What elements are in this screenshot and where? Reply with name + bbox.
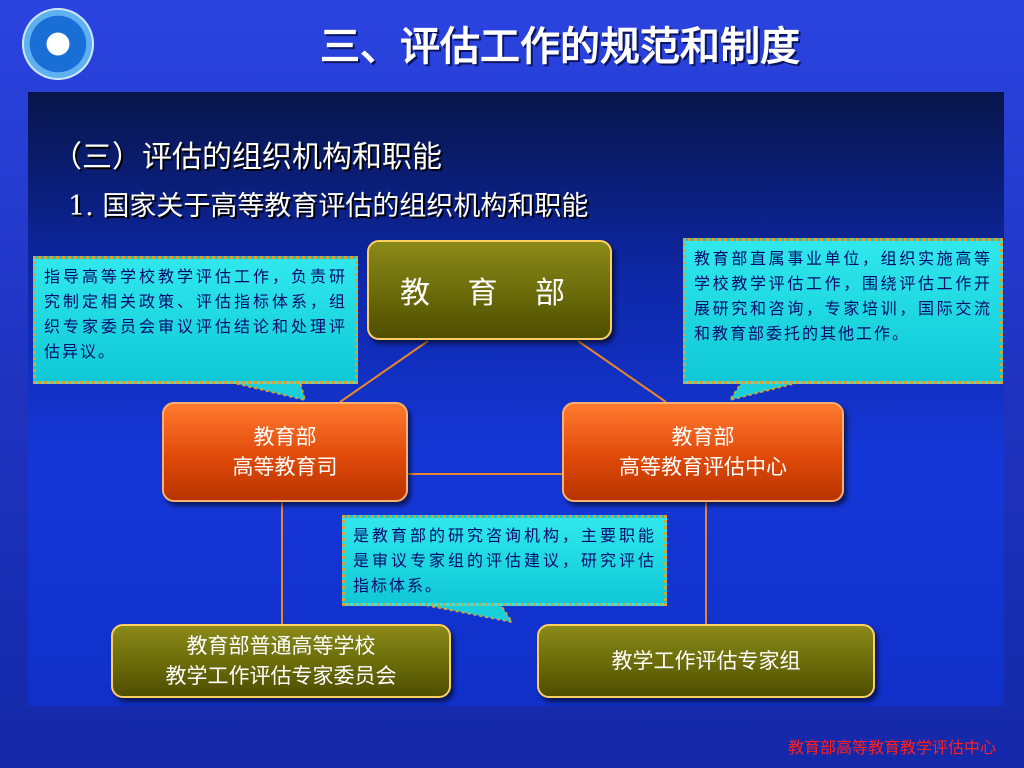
- footer-organization: 教育部高等教育教学评估中心: [787, 738, 996, 757]
- higher-education-department-box: 教育部 高等教育司: [162, 402, 408, 502]
- center-label-line1: 教育部: [671, 425, 735, 449]
- dept-label-line1: 教育部: [253, 425, 317, 449]
- expert-committee-box: 教育部普通高等学校 教学工作评估专家委员会: [111, 624, 451, 698]
- callout-tail-committee: [419, 603, 515, 624]
- expert-group-box: 教学工作评估专家组: [537, 624, 875, 698]
- evaluation-center-box: 教育部 高等教育评估中心: [562, 402, 844, 502]
- ministry-of-education-box: 教 育 部: [367, 240, 612, 340]
- connector-ministry-center: [577, 340, 667, 403]
- evaluation-center-logo: [22, 8, 94, 80]
- subsection-heading: 1. 国家关于高等教育评估的组织机构和职能: [68, 191, 589, 222]
- department-role-callout: 指导高等学校教学评估工作，负责研究制定相关政策、评估指标体系，组织专家委员会审议…: [33, 256, 358, 384]
- committee-label-line1: 教育部普通高等学校: [186, 634, 376, 658]
- callout-tail-dept: [229, 381, 307, 402]
- section-heading: （三）评估的组织机构和职能: [52, 140, 442, 175]
- expert-group-label: 教学工作评估专家组: [611, 649, 801, 673]
- committee-role-callout: 是教育部的研究咨询机构，主要职能是审议专家组的评估建议，研究评估指标体系。: [342, 515, 667, 606]
- ministry-label: 教 育 部: [399, 276, 580, 311]
- connector-ministry-dept: [339, 340, 429, 403]
- callout-tail-center: [727, 381, 801, 402]
- center-label-line2: 高等教育评估中心: [619, 455, 787, 479]
- dept-label-line2: 高等教育司: [232, 455, 338, 479]
- committee-label-line2: 教学工作评估专家委员会: [165, 664, 397, 688]
- center-role-callout: 教育部直属事业单位，组织实施高等学校教学评估工作，围绕评估工作开展研究和咨询，专…: [683, 238, 1003, 384]
- slide-title: 三、评估工作的规范和制度: [320, 23, 800, 70]
